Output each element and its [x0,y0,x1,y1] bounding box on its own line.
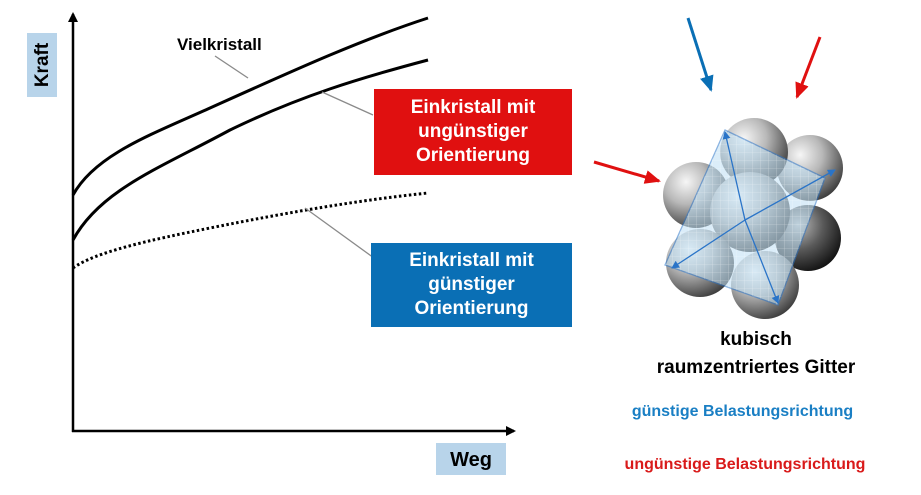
label-unfavorable-line2: ungünstiger [418,121,528,142]
leader-unfavorable [321,91,374,116]
label-favorable-line3: Orientierung [414,298,529,319]
lattice-caption: kubisch raumzentriertes Gitter [626,326,886,382]
leader-favorable [304,207,375,259]
arrow-red-left [593,160,661,184]
label-favorable-line2: günstiger [428,274,515,295]
lattice-caption-line2: raumzentriertes Gitter [656,357,856,378]
curve-polycrystal [71,16,429,196]
box-unfavorable [374,89,572,175]
label-unfavorable-line3: Orientierung [415,145,530,166]
curve-unfavorable [71,58,429,241]
arrow-blue-top [686,17,714,92]
label-unfavorable-line1: Einkristall mit [410,97,536,118]
curve-favorable [72,191,429,270]
arrow-red-top [795,36,822,99]
x-axis-label: Weg [450,449,492,471]
leader-polycrystal [214,55,249,79]
y-axis-label: Kraft [32,42,53,87]
x-axis-label-bg [436,443,506,475]
label-favorable: Einkristall mit günstiger Orientierung [371,243,572,327]
legend-unfavorable: ungünstige Belastungsrichtung [624,456,866,473]
label-unfavorable: Einkristall mit ungünstiger Orientierung [374,89,572,175]
box-favorable [371,243,572,327]
label-favorable-line1: Einkristall mit [409,250,534,271]
legend-favorable: günstige Belastungsrichtung [631,403,854,420]
lattice-caption-line1: kubisch [720,329,792,350]
bcc-lattice [663,118,843,319]
y-axis-label-bg [27,33,57,97]
label-polycrystal: Vielkristall [177,35,262,54]
